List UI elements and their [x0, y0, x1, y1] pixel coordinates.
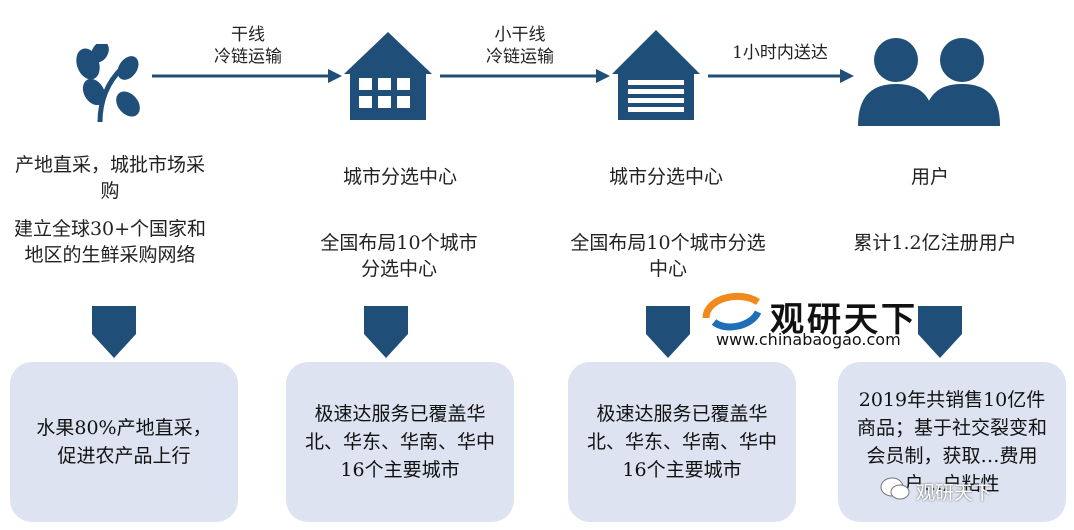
stage-3-box: 极速达服务已覆盖华北、华东、华南、华中16个主要城市 [568, 362, 796, 522]
down-arrow-2 [364, 306, 408, 358]
flow-arrow-1 [152, 69, 342, 83]
down-arrow-1 [92, 306, 136, 358]
watermark-name: 观研天下 [770, 300, 918, 340]
stage-1-title: 产地直采，城批市场采购 [14, 154, 205, 202]
arrow-label-1-line2: 冷链运输 [214, 47, 282, 67]
stage-2-box: 极速达服务已覆盖华北、华东、华南、华中16个主要城市 [286, 362, 514, 522]
stage-4-title: 用户 [910, 166, 949, 188]
users-icon [858, 38, 1000, 126]
stage-3-desc: 全国布局10个城市分选中心 [570, 232, 766, 280]
flow-arrow-3 [708, 69, 854, 83]
stage-1-box: 水果80%产地直采，促进农产品上行 [10, 362, 238, 522]
stage-2-desc: 全国布局10个城市分选中心 [320, 232, 478, 280]
down-arrow-4 [918, 306, 962, 358]
arrow-label-3-line1: 1小时内送达 [732, 43, 828, 63]
arrow-label-2: 小干线 冷链运输 [440, 24, 600, 68]
arrow-label-2-line2: 冷链运输 [486, 47, 554, 67]
stage-4-box: 2019年共销售10亿件商品；基于社交裂变和会员制，获取…费用户…户粘性 [838, 362, 1066, 522]
wechat-icon [880, 477, 910, 500]
stage-2-title: 城市分选中心 [342, 166, 457, 188]
down-arrow-3 [646, 306, 690, 358]
watermark-url: www.chinabaogao.com [716, 330, 901, 349]
stage-3-title: 城市分选中心 [608, 166, 723, 188]
arrow-label-3: 1小时内送达 [700, 42, 860, 64]
flow-arrow-2 [440, 69, 610, 83]
stage-1-desc: 建立全球30+个国家和地区的生鲜采购网络 [13, 218, 207, 266]
watermark-logo-icon [702, 292, 762, 331]
arrow-label-1: 干线 冷链运输 [168, 24, 328, 68]
warehouse-grid-icon [344, 32, 432, 120]
stage-4-desc: 累计1.2亿注册用户 [853, 232, 1017, 254]
arrow-label-2-line1: 小干线 [494, 25, 546, 45]
plant-icon [76, 44, 140, 123]
warehouse-list-icon [612, 30, 700, 120]
arrow-label-1-line1: 干线 [231, 25, 265, 45]
watermark-wechat: 观研天下 [916, 482, 993, 504]
